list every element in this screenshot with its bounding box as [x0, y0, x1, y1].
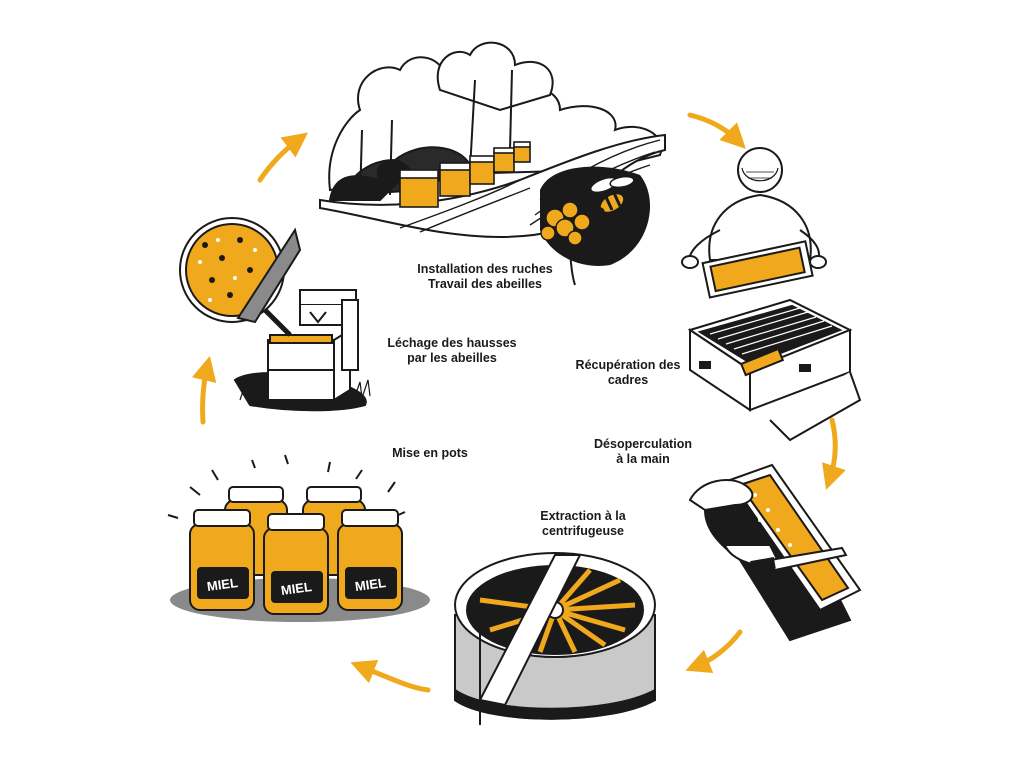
jar-label-3: MIEL: [354, 575, 387, 594]
cycle-arrow-icon: [822, 417, 846, 490]
step-label-installation: Installation des ruches Travail des abei…: [400, 262, 570, 292]
cycle-arrow-icon: [191, 355, 217, 425]
cycle-arrow-icon: [350, 659, 431, 693]
scene-installation: [319, 41, 666, 286]
step-label-recuperation: Récupération des cadres: [568, 358, 688, 388]
step-label-line: centrifugeuse: [542, 524, 624, 538]
centrifuge-icon: [454, 552, 656, 725]
honey-frame-icon: [701, 240, 814, 299]
step-label-mise-en-pots: Mise en pots: [385, 446, 475, 461]
scene-lechage: [179, 217, 371, 412]
magnifier-icon: [179, 217, 302, 337]
step-label-line: par les abeilles: [407, 351, 497, 365]
scene-extraction: [454, 552, 656, 725]
step-label-extraction: Extraction à la centrifugeuse: [528, 509, 638, 539]
flower-cluster: [540, 201, 591, 286]
step-label-line: Désoperculation: [594, 437, 692, 451]
step-label-line: cadres: [607, 373, 649, 387]
step-label-line: Léchage des hausses: [387, 336, 517, 350]
jar-label-2: MIEL: [280, 579, 313, 598]
cycle-arrow-icon: [257, 132, 308, 183]
step-label-line: Mise en pots: [392, 446, 468, 460]
bee-icon: [589, 175, 635, 217]
shine-lines: [167, 454, 406, 519]
beehive-icon: [687, 298, 862, 442]
scene-recuperation: [681, 147, 862, 442]
step-label-desoperculation: Désoperculation à la main: [588, 437, 698, 467]
grass-tufts: [239, 379, 371, 404]
honey-jar-icon: [337, 509, 403, 611]
step-label-line: Installation des ruches: [417, 262, 553, 276]
beehive-icon: [267, 289, 359, 402]
jar-label-1: MIEL: [206, 575, 239, 594]
scene-desoperculation: [688, 463, 862, 642]
honey-jar-icon: [189, 509, 255, 611]
knife-icon: [750, 546, 848, 573]
cycle-arrow-icon: [685, 629, 743, 673]
scene-mise-en-pots: MIEL MIEL MIEL: [167, 454, 430, 622]
cycle-arrow-icon: [687, 112, 746, 149]
step-label-line: à la main: [616, 452, 670, 466]
step-label-line: Extraction à la: [540, 509, 626, 523]
beehive-icon: [399, 141, 531, 208]
step-label-lechage: Léchage des hausses par les abeilles: [382, 336, 522, 366]
cycle-arrows: [191, 112, 846, 693]
honey-jar-icon: [263, 513, 329, 615]
beekeeper-icon: [681, 147, 827, 269]
step-label-line: Travail des abeilles: [428, 277, 542, 291]
step-label-line: Récupération des: [575, 358, 681, 372]
